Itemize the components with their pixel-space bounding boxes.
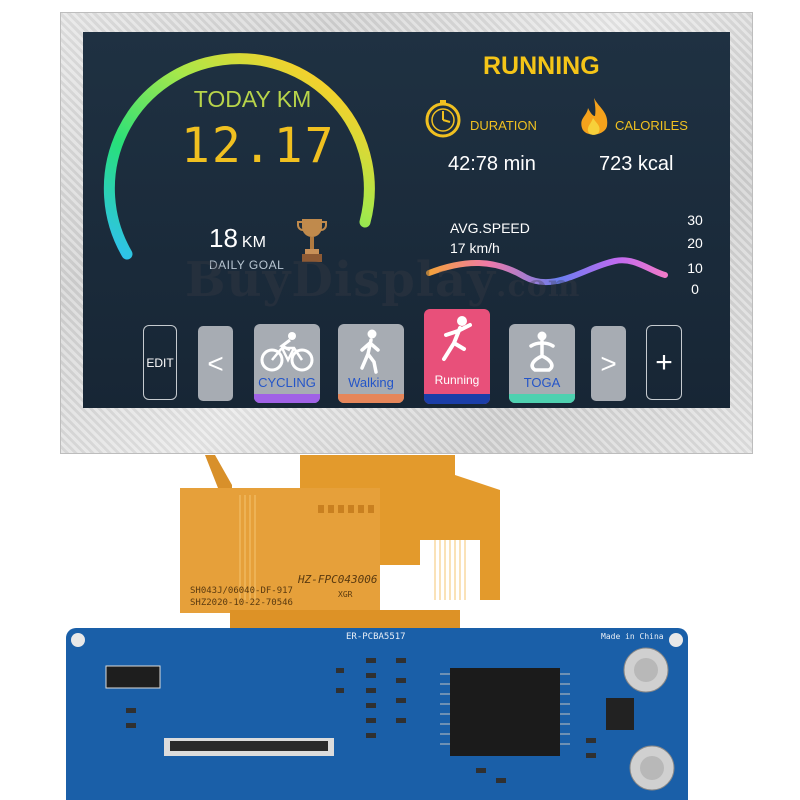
activity-card-yoga[interactable]: TOGA: [509, 324, 575, 403]
speed-tick: 30: [687, 212, 703, 228]
controller-pcb: ER-PCBA5517 Made in China: [66, 628, 688, 800]
activity-card-walking[interactable]: Walking: [338, 324, 404, 403]
pcb-label: ER-PCBA5517: [346, 632, 406, 642]
activity-card-label: Running: [434, 373, 480, 387]
next-button[interactable]: >: [591, 326, 626, 401]
running-icon: [442, 316, 472, 361]
duration-label: DURATION: [470, 118, 537, 133]
speed-wave: [426, 257, 668, 285]
add-button[interactable]: +: [646, 325, 682, 400]
watermark-domain: .com: [496, 269, 581, 304]
speed-tick: 20: [687, 235, 703, 251]
avg-speed-label: AVG.SPEED: [450, 220, 530, 236]
cycling-icon: [260, 332, 314, 372]
activity-card-accent: [254, 394, 320, 403]
trophy-icon: [297, 219, 327, 262]
fpc-label: HZ-FPC043006: [298, 573, 378, 586]
daily-goal-unit: KM: [241, 234, 266, 251]
today-km-label: TODAY KM: [193, 86, 312, 112]
activity-title: RUNNING: [483, 52, 600, 80]
activity-card-label: CYCLING: [258, 375, 316, 390]
activity-card-accent: [424, 394, 490, 404]
clock-icon: [425, 100, 461, 138]
fpc-code-2: SHZ2020-10-22-70546: [190, 598, 293, 608]
watermark: BuyDisplay.com: [185, 252, 581, 308]
previous-button[interactable]: <: [198, 326, 233, 401]
walking-icon: [360, 329, 380, 374]
activity-card-accent: [509, 394, 575, 403]
watermark-main: BuyDisplay: [185, 252, 497, 308]
fpc-small-code: XGR: [338, 590, 353, 599]
duration-value: 42:78 min: [448, 153, 536, 175]
daily-goal-label: DAILY GOAL: [209, 258, 285, 272]
activity-card-label: TOGA: [523, 375, 561, 390]
calories-value: 723 kcal: [599, 153, 674, 175]
activity-card-running[interactable]: Running: [424, 309, 490, 404]
yoga-icon: [529, 331, 555, 372]
activity-card-label: Walking: [348, 375, 394, 390]
activity-card-accent: [338, 394, 404, 403]
activity-card-cycling[interactable]: CYCLING: [254, 324, 320, 403]
today-km-value: 12.17: [181, 118, 336, 174]
pcb-origin-label: Made in China: [601, 632, 664, 641]
daily-goal-number: 18: [209, 223, 238, 253]
pcb-components: [71, 633, 683, 791]
edit-button[interactable]: EDIT: [143, 325, 177, 400]
calories-label: CALORILES: [615, 118, 688, 133]
flame-icon: [581, 98, 608, 135]
fpc-code-1: SH043J/06040-DF-917: [190, 586, 293, 596]
speed-tick: 10: [687, 260, 703, 276]
distance-progress-arc: [103, 53, 375, 260]
avg-speed-value: 17 km/h: [450, 240, 500, 256]
speed-tick: 0: [691, 281, 699, 297]
